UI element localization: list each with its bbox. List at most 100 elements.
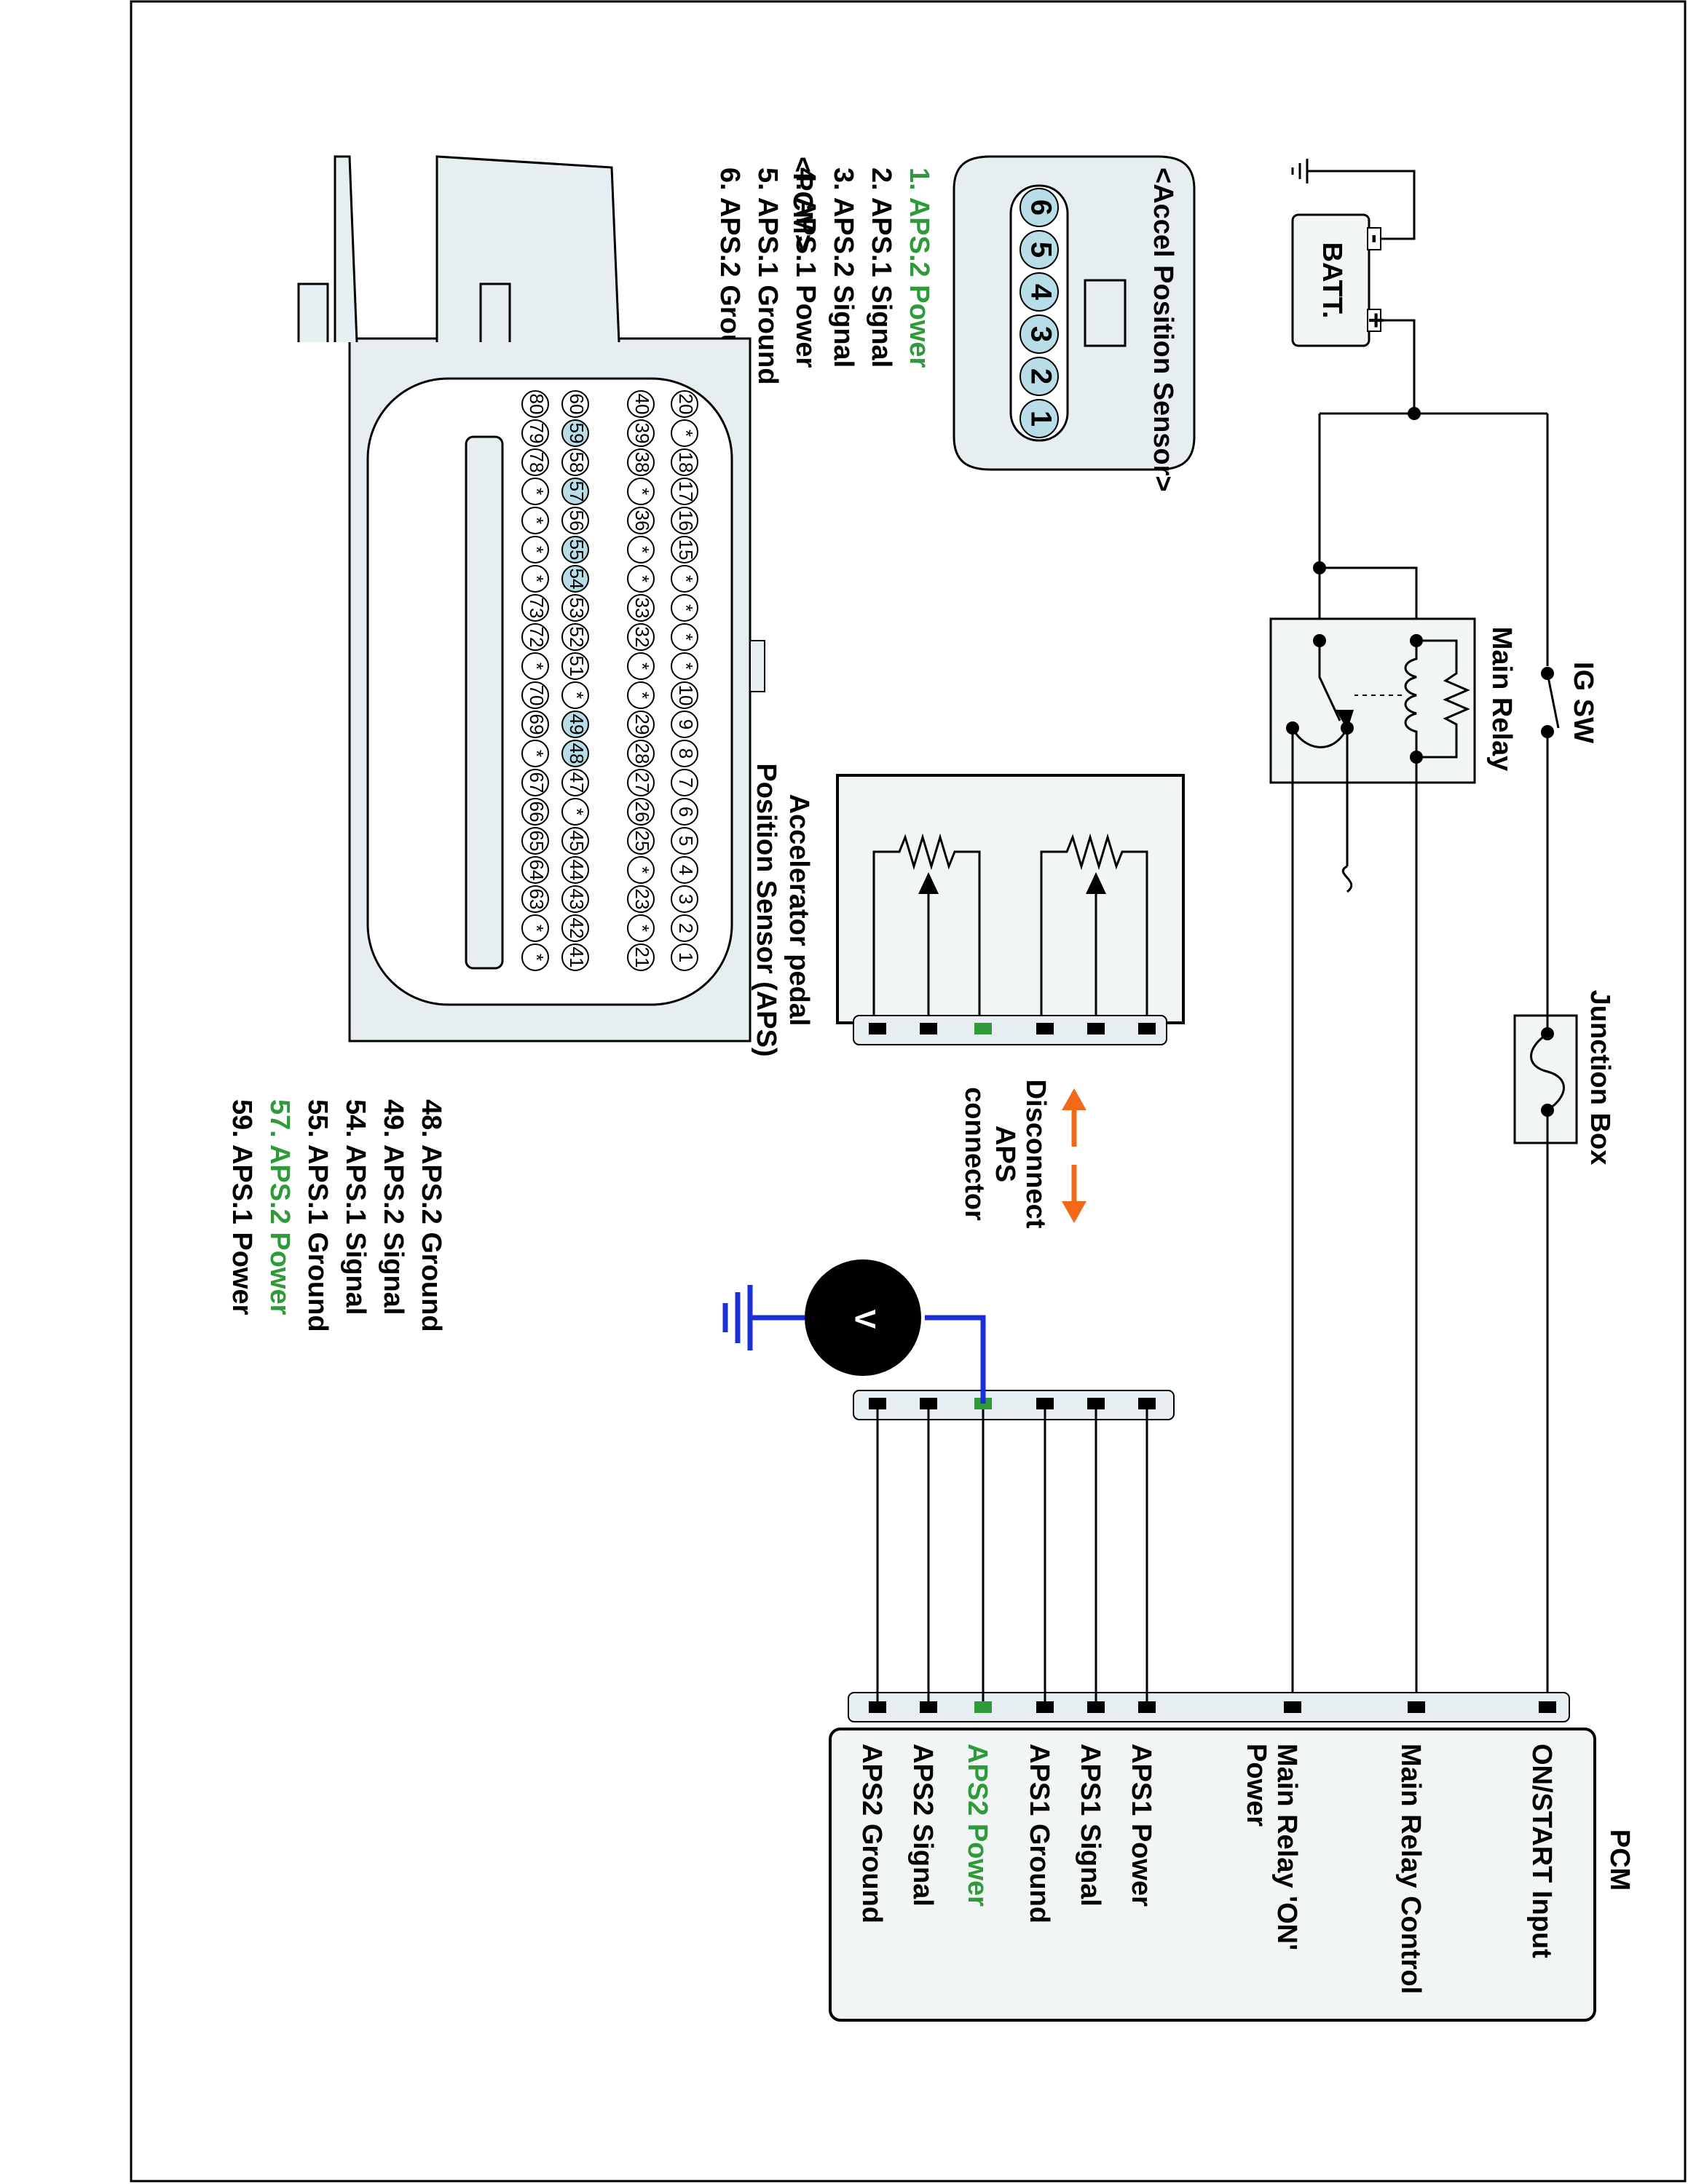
- pcm-pin-number: 33: [631, 598, 653, 619]
- aps-pin-2: [1019, 357, 1059, 396]
- pcm-pin: [521, 594, 549, 622]
- aps-terminal: [1036, 1023, 1054, 1034]
- pcm-pin-number: *: [566, 808, 588, 815]
- pcm-pin-number: 57: [566, 481, 588, 502]
- pcm-pin-number: 6: [675, 807, 697, 817]
- pcm-pin-number: 10: [675, 685, 697, 706]
- pcm-pin-number: 49: [566, 714, 588, 735]
- pcm-pin-desc: 54. APS.1 Signal: [340, 1099, 371, 1315]
- pcm-pin: [521, 681, 549, 709]
- pcm-pin-number: *: [631, 488, 653, 495]
- pcm-terminal-label: APS2 Power: [962, 1744, 993, 1907]
- pcm-pin-number: 5: [675, 836, 697, 846]
- voltmeter[interactable]: V: [722, 1259, 986, 1404]
- pcm-pin-number: 26: [631, 802, 653, 823]
- aps-pin-desc: 1. APS.2 Power: [904, 167, 934, 368]
- pcm-pin-number: 3: [675, 894, 697, 904]
- pcm-pin: [561, 885, 589, 913]
- pcm-pin-number: 80: [526, 394, 548, 415]
- aps-pin-number: 3: [1025, 326, 1057, 342]
- pcm-pin: [521, 740, 549, 767]
- pcm-pin: [671, 652, 698, 680]
- pcm-pin-number: 59: [566, 423, 588, 444]
- pcm-pin-number: 42: [566, 918, 588, 939]
- pcm-pin: [561, 478, 589, 505]
- pcm-pin: [627, 914, 655, 942]
- pcm-pin: [627, 856, 655, 884]
- pcm-pin-number: 69: [526, 714, 548, 735]
- pcm-pin-number: 39: [631, 423, 653, 444]
- pcm-pin: [671, 885, 698, 913]
- pcm-pin-number: 67: [526, 772, 548, 794]
- junction-box-label: Junction Box: [1585, 990, 1615, 1166]
- pcm-pin-number: *: [526, 517, 548, 524]
- pcm-pin-number: *: [675, 662, 697, 670]
- pcm-pin: [671, 507, 698, 534]
- pcm-pin-number: *: [675, 604, 697, 612]
- pcm-pin: [521, 914, 549, 942]
- pcm-pin-number: 15: [675, 539, 697, 561]
- pcm-terminal: [1284, 1701, 1301, 1713]
- pcm-pin-number: 73: [526, 598, 548, 619]
- pcm-pin-number: 41: [566, 947, 588, 968]
- aps-pin-desc: 3. APS.2 Signal: [828, 167, 859, 368]
- pcm-pin: [671, 448, 698, 476]
- batt-plus-wire: [1381, 319, 1416, 414]
- harness-terminal: [1138, 1398, 1156, 1409]
- pcm-pin: [671, 478, 698, 505]
- pcm-pin-number: *: [526, 488, 548, 495]
- pcm-pin-number: *: [631, 925, 653, 932]
- aps-pin-desc: 2. APS.1 Signal: [866, 167, 896, 368]
- aps-terminal: [1138, 1023, 1156, 1034]
- relay-coil-feed: [1320, 566, 1418, 641]
- pcm-pin-desc: 55. APS.1 Ground: [302, 1099, 333, 1332]
- pcm-pin-number: *: [526, 925, 548, 932]
- pcm-pin: [521, 390, 549, 418]
- batt-label: BATT.: [1317, 242, 1347, 319]
- pcm-pin: [627, 478, 655, 505]
- pcm-pin: [671, 769, 698, 796]
- pcm-pin-number: *: [526, 662, 548, 670]
- aps-pin-number: 4: [1025, 284, 1057, 301]
- pcm-terminal: [1036, 1701, 1054, 1713]
- pcm-pin: [627, 594, 655, 622]
- pcm-terminal-label-2: Power: [1241, 1744, 1271, 1827]
- pcm-pin-number: 78: [526, 452, 548, 473]
- pcm-pin: [671, 565, 698, 593]
- pcm-pin-desc: 59. APS.1 Power: [226, 1099, 257, 1315]
- pcm-pin: [627, 711, 655, 738]
- aps-pin-number: 5: [1025, 242, 1057, 258]
- pcm-pin-number: 7: [675, 778, 697, 788]
- pcm-pin-number: 27: [631, 772, 653, 794]
- harness-terminal: [1087, 1398, 1105, 1409]
- pcm-pin-number: 66: [526, 802, 548, 823]
- pcm-terminal-label: APS2 Ground: [856, 1744, 887, 1923]
- pcm-terminal: [1539, 1701, 1556, 1713]
- pcm-pin: [521, 623, 549, 651]
- pcm-pin: [561, 594, 589, 622]
- batt-plus-label: +: [1360, 312, 1391, 328]
- ig-switch: IG SW: [1541, 662, 1598, 743]
- pcm-pin: [561, 419, 589, 447]
- pcm-pin-number: 17: [675, 481, 697, 502]
- pcm-pin: [627, 798, 655, 826]
- pcm-pin: [627, 681, 655, 709]
- pcm-pin-number: 58: [566, 452, 588, 473]
- aps-terminal: [869, 1023, 886, 1034]
- pcm-pin: [627, 419, 655, 447]
- pcm-pin-number: 28: [631, 743, 653, 764]
- pcm-pin-number: *: [526, 546, 548, 553]
- pcm-pin-number: *: [675, 575, 697, 582]
- pcm-pin-number: 56: [566, 510, 588, 531]
- pcm-pin-number: 45: [566, 831, 588, 852]
- pcm-pin: [561, 827, 589, 855]
- pcm-pin: [671, 419, 698, 447]
- pcm-pin-number: 4: [675, 865, 697, 875]
- main-relay-label: Main Relay: [1486, 627, 1517, 772]
- pcm-pin: [561, 507, 589, 534]
- chassis-ground: [1341, 865, 1353, 893]
- aps-pin-6: [1019, 188, 1059, 227]
